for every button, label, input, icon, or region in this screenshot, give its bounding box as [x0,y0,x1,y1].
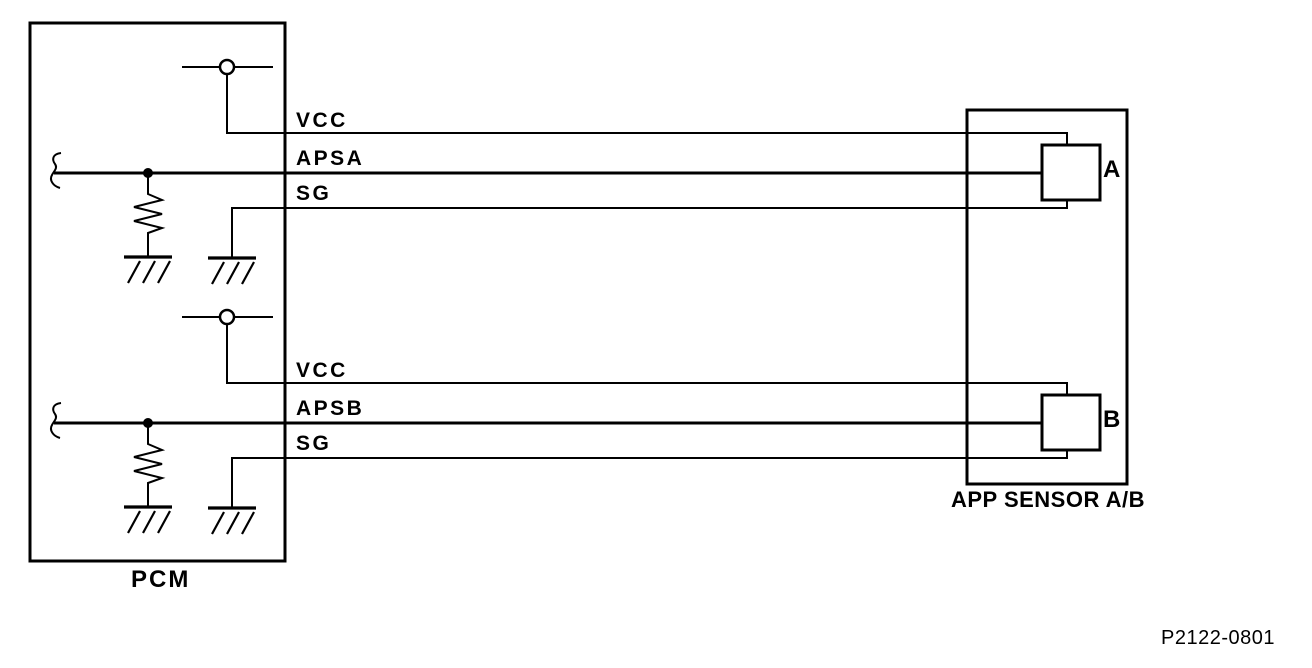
junction-dot-a-icon [143,168,153,178]
ground-resistor-b-icon [124,505,172,534]
connector-b-label: B [1103,406,1121,433]
wire-label-sg-a: SG [296,182,332,205]
wires-channel-b [50,316,1068,507]
app-sensor-box [965,108,1129,486]
connector-a-box [1040,143,1102,202]
wires-channel-a [50,66,1068,257]
wire-label-apsb: APSB [296,397,365,420]
resistor-b-icon [133,427,166,506]
wire-break-a-icon [50,152,62,189]
wire-sg-b [231,450,1068,507]
figure-number: P2122-0801 [1161,627,1275,649]
wire-break-b-icon [50,402,62,439]
wire-vcc-b [226,324,1068,396]
ground-symbols [124,255,256,535]
wire-label-sg-b: SG [296,432,332,455]
voltage-source-b-icon [218,308,236,326]
resistor-a-icon [133,177,166,256]
app-sensor-label: APP SENSOR A/B [951,487,1146,512]
wire-label-apsa: APSA [296,147,365,170]
ground-sg-b-icon [208,506,256,535]
junction-dot-b-icon [143,418,153,428]
ground-resistor-a-icon [124,255,172,284]
wire-label-vcc-a: VCC [296,109,348,132]
wire-sg-a [231,200,1068,257]
pcm-box [28,21,287,563]
connector-a-label: A [1103,156,1121,183]
voltage-source-a-icon [218,58,236,76]
connector-b-box [1040,393,1102,452]
ground-sg-a-icon [208,256,256,285]
wire-vcc-a [226,74,1068,146]
wire-label-vcc-b: VCC [296,359,348,382]
pcm-label: PCM [131,566,191,593]
